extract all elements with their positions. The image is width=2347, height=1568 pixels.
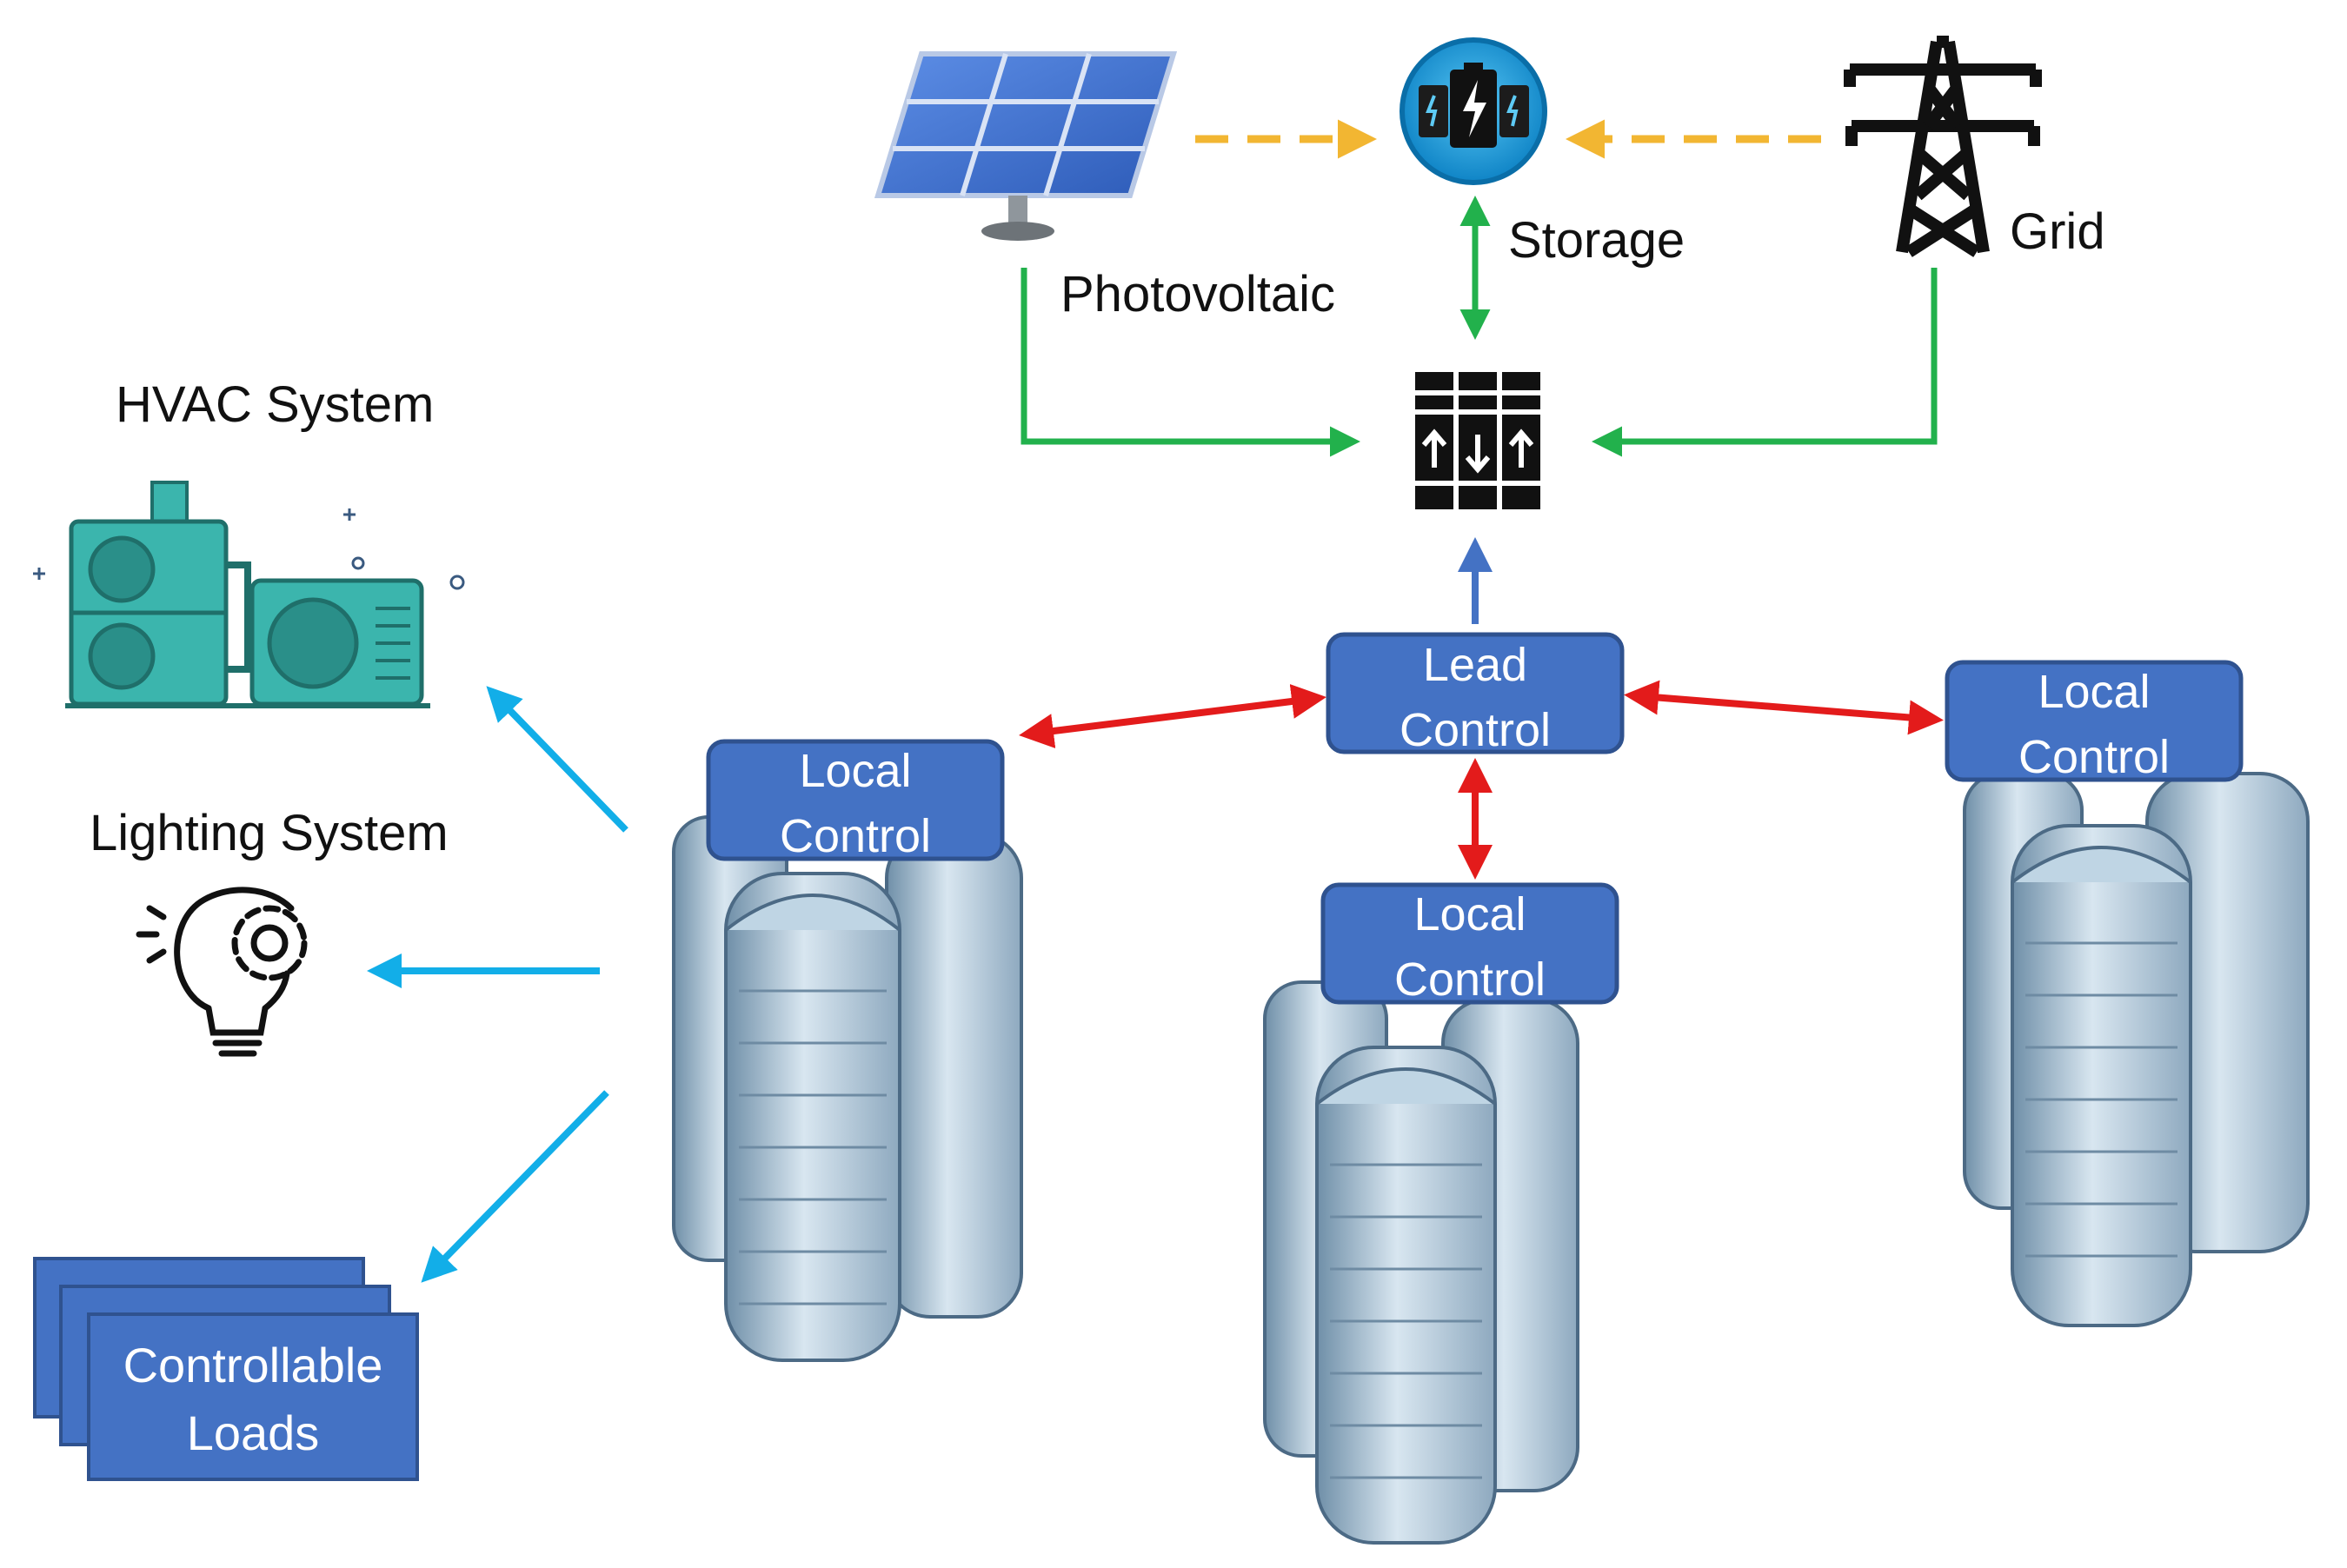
lightbulb-gear-icon — [136, 887, 308, 1057]
lead-to-local-right-arrow — [1624, 680, 1944, 735]
local-control-left-line2: Control — [780, 810, 931, 862]
power-converter-icon — [1415, 372, 1540, 509]
grid-to-converter-arrow — [1592, 268, 1938, 457]
local-control-box-center: Local Control — [1320, 882, 1619, 1006]
local-control-left-line1: Local — [799, 745, 911, 797]
to-loads-arrow — [421, 1090, 609, 1283]
controllable-loads-stack: Controllable Loads — [33, 1257, 419, 1481]
photovoltaic-label: Photovoltaic — [1060, 266, 1335, 322]
lead-control-line2: Control — [1400, 704, 1551, 756]
battery-storage-icon — [1400, 37, 1547, 185]
lead-control-box: Lead Control — [1326, 632, 1625, 756]
building-cluster-right — [1963, 772, 2310, 1327]
local-control-box-right: Local Control — [1945, 660, 2244, 783]
lighting-label: Lighting System — [90, 805, 449, 861]
to-hvac-arrow — [486, 686, 628, 833]
controllable-loads-line2: Loads — [187, 1405, 320, 1460]
pv-to-converter-arrow — [1021, 268, 1360, 457]
transmission-tower-icon — [1844, 36, 2042, 257]
grid-label: Grid — [2010, 203, 2105, 260]
local-control-right-line1: Local — [2038, 666, 2150, 718]
lead-control-line1: Lead — [1423, 639, 1527, 691]
building-cluster-center — [1263, 980, 1579, 1545]
local-control-center-line2: Control — [1394, 953, 1546, 1006]
hvac-label: HVAC System — [116, 376, 434, 433]
solar-panel-icon — [874, 51, 1178, 241]
local-control-center-line1: Local — [1413, 888, 1526, 940]
lead-to-local-left-arrow — [1019, 684, 1326, 748]
local-control-box-left: Local Control — [706, 739, 1005, 862]
hvac-unit-icon — [33, 481, 465, 708]
storage-label: Storage — [1508, 212, 1685, 269]
local-control-right-line2: Control — [2018, 731, 2170, 783]
controllable-loads-line1: Controllable — [123, 1338, 383, 1392]
building-cluster-left — [672, 815, 1023, 1362]
